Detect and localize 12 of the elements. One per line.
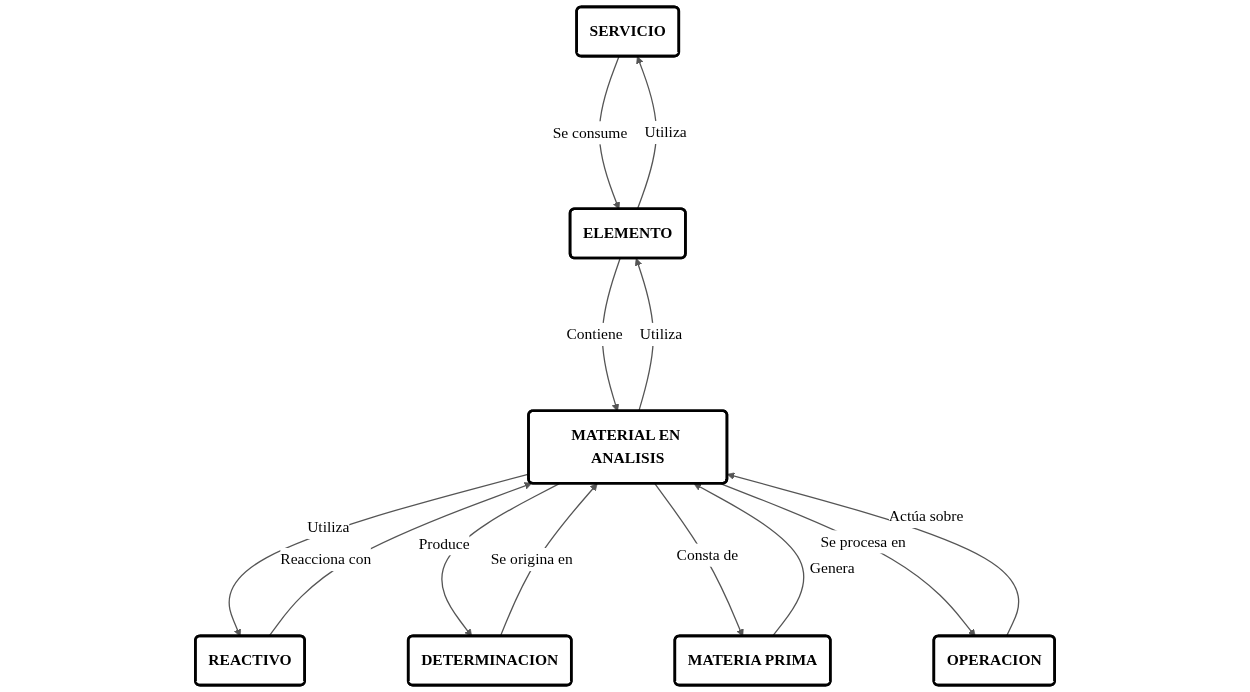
- edge-label: Consta de: [676, 546, 739, 564]
- edge-label: Utiliza: [639, 325, 683, 343]
- edge-label: Actúa sobre: [888, 507, 964, 525]
- edge-label: Se origina en: [490, 550, 573, 568]
- edge-label: Se consume: [552, 123, 628, 142]
- edge-label: Reacciona con: [280, 550, 372, 568]
- edge-label: Produce: [418, 534, 470, 553]
- edge-label: Contiene: [566, 325, 623, 343]
- edge-label: Utiliza: [307, 518, 350, 536]
- edge-label: Utiliza: [644, 123, 687, 141]
- edge-label: Se procesa en: [820, 532, 906, 551]
- edge-label: Genera: [809, 559, 855, 577]
